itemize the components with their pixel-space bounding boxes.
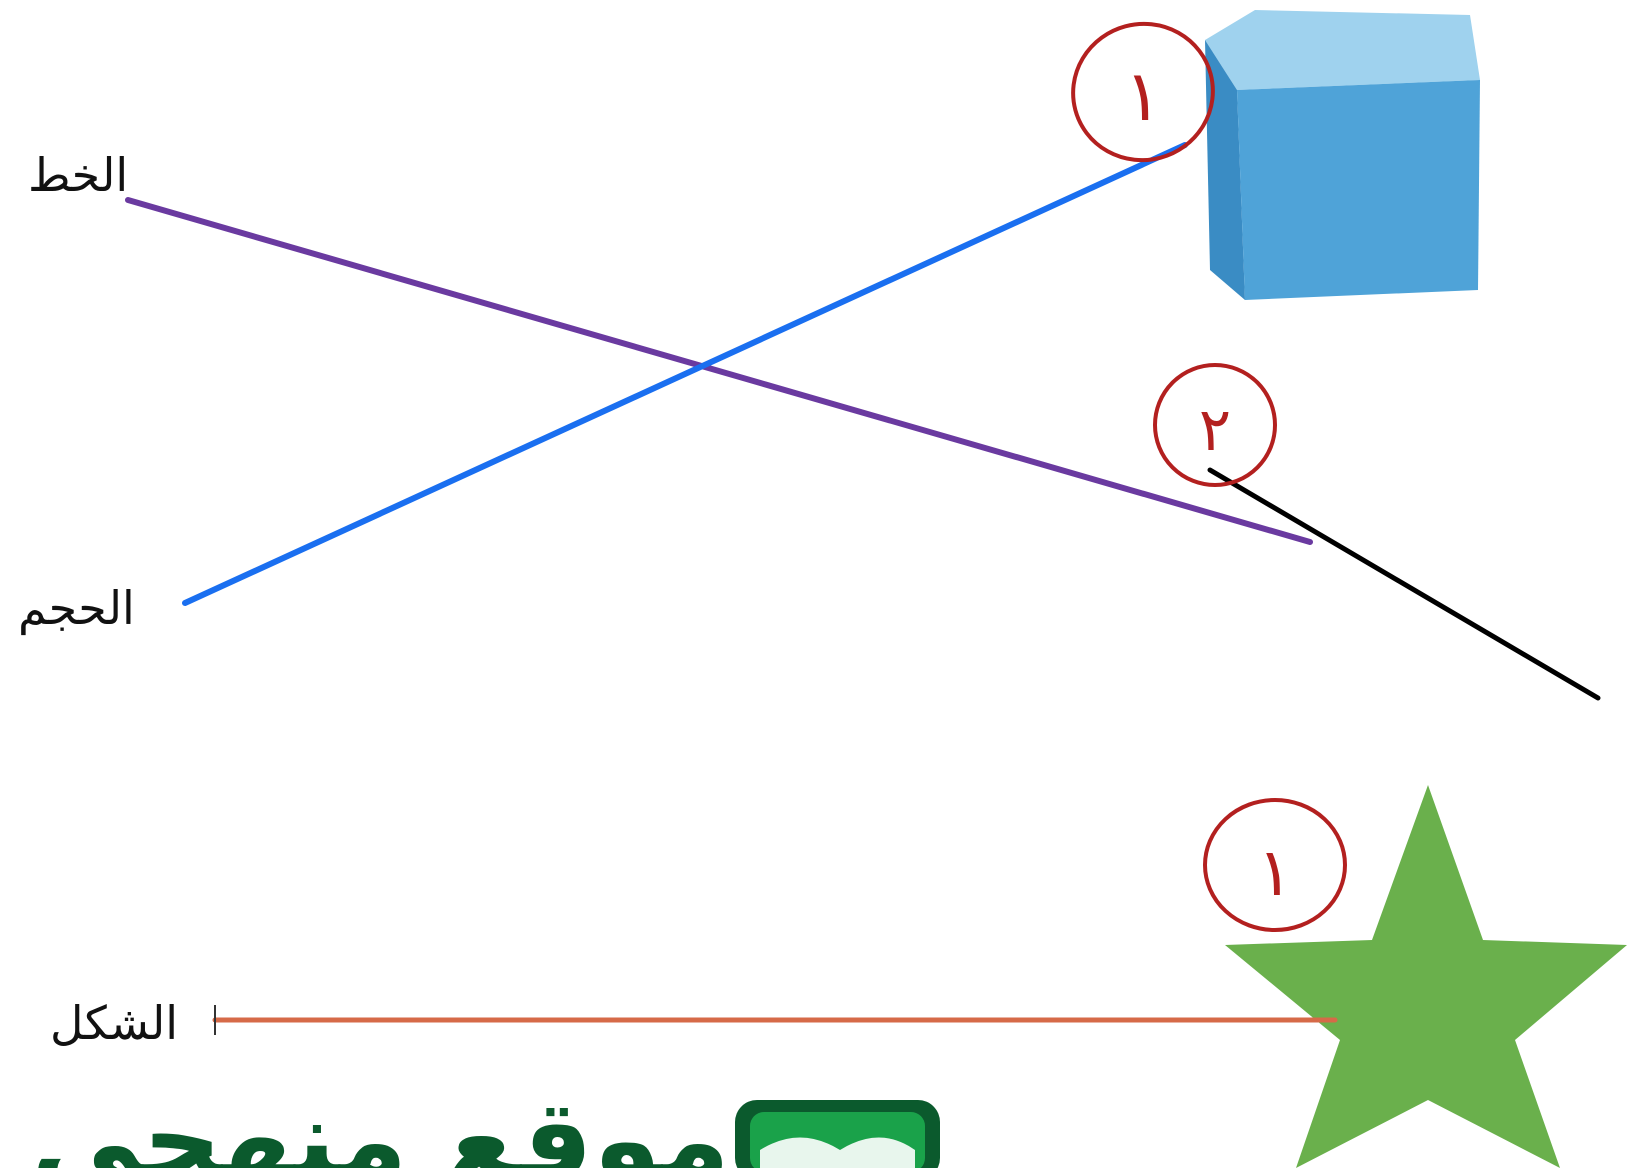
- cube-front-face: [1237, 80, 1480, 300]
- label-shape: الشكل: [50, 996, 179, 1050]
- label-volume: الحجم: [18, 581, 135, 635]
- cube-top-face: [1205, 10, 1480, 90]
- annotation-circle-star: ١: [1203, 798, 1347, 932]
- annotation-number-line: ٢: [1199, 395, 1231, 465]
- line-segment-icon: [1207, 467, 1601, 701]
- annotation-number-cube: ١: [1124, 55, 1162, 137]
- annotation-circle-cube: ١: [1071, 21, 1215, 163]
- book-logo-icon: [735, 1100, 940, 1168]
- annotation-circle-line: ٢: [1153, 363, 1277, 487]
- cube-icon: [1205, 10, 1480, 300]
- blue-match-line: [182, 142, 1188, 606]
- cube-side-face: [1205, 40, 1245, 300]
- annotation-number-star: ١: [1257, 834, 1292, 911]
- star-shape: [1225, 785, 1627, 1168]
- logo-text: موقع منهجي: [31, 1076, 730, 1168]
- purple-match-line: [125, 197, 1313, 545]
- label-line: الخط: [28, 148, 129, 202]
- star-icon: [1225, 785, 1627, 1168]
